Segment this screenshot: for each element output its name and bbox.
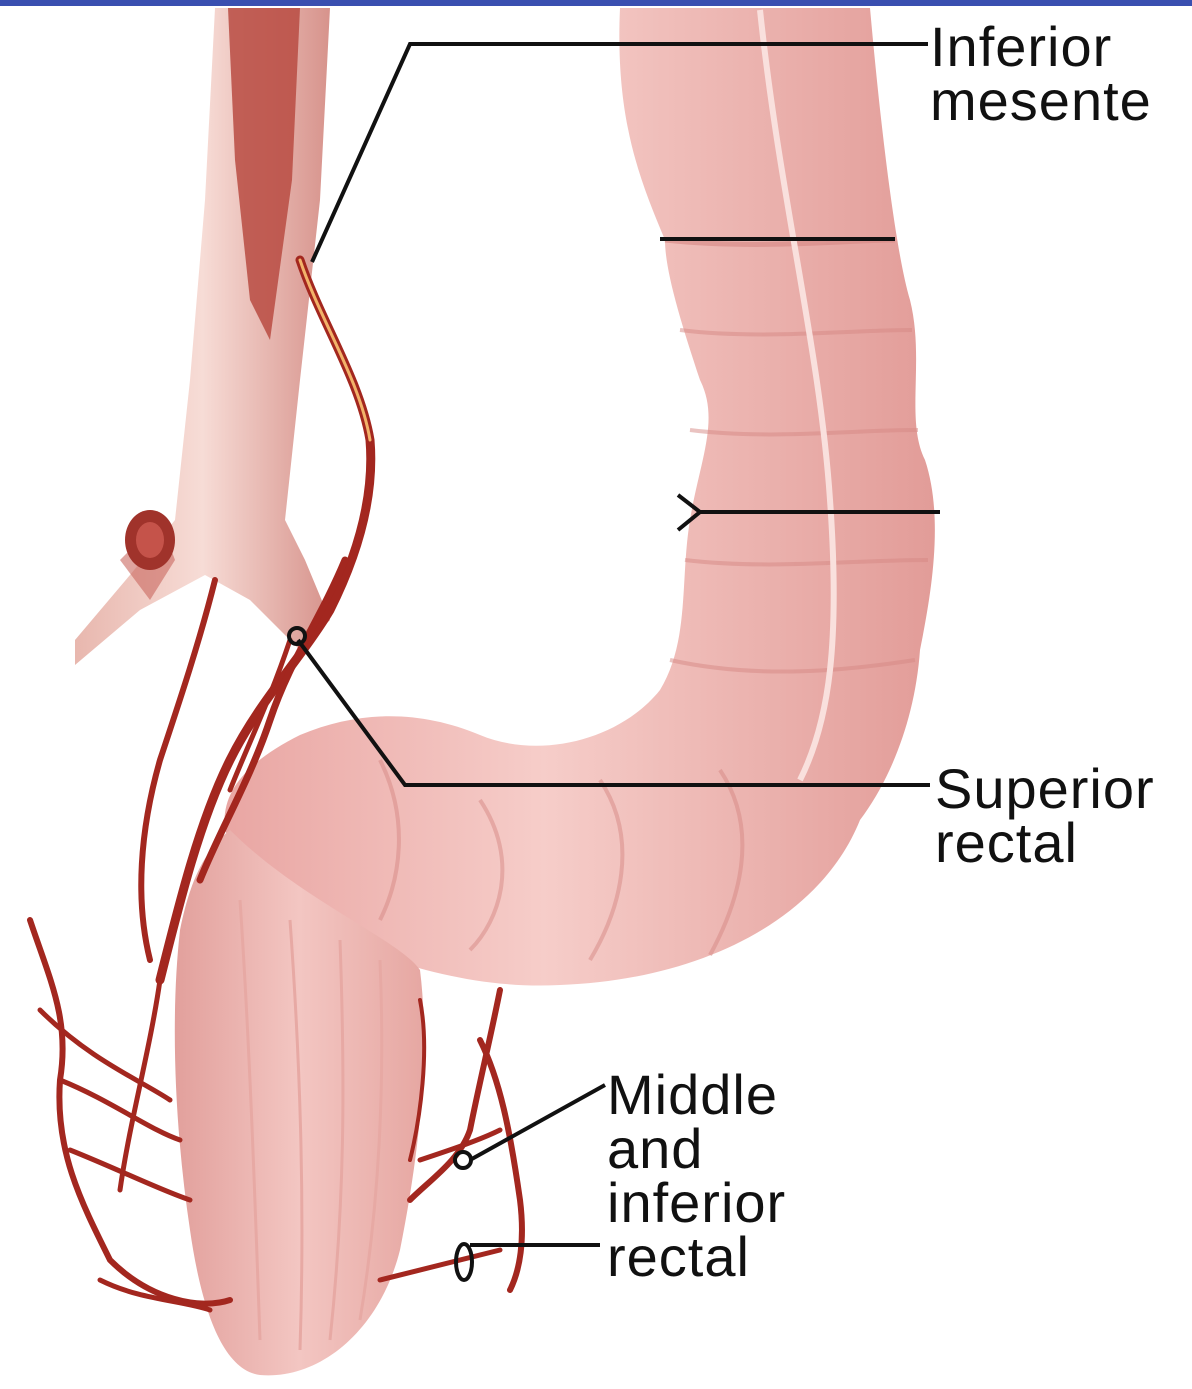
label-line: mesente: [930, 74, 1152, 128]
leader-middle-rectal: [470, 1085, 605, 1160]
label-line: Middle: [607, 1068, 786, 1122]
label-line: and: [607, 1122, 786, 1176]
label-inferior-mesenteric: Inferior mesente: [930, 20, 1152, 128]
label-superior-rectal: Superior rectal: [935, 762, 1155, 870]
label-line: Superior: [935, 762, 1155, 816]
label-middle-inferior-rectal: Middle and inferior rectal: [607, 1068, 786, 1284]
label-line: Inferior: [930, 20, 1152, 74]
label-line: inferior: [607, 1176, 786, 1230]
label-line: rectal: [935, 816, 1155, 870]
vessel-trunk: [75, 8, 330, 665]
leader-end-marker-mid: [455, 1152, 471, 1168]
label-line: rectal: [607, 1230, 786, 1284]
top-border: [0, 0, 1192, 6]
sigmoid-colon: [224, 8, 934, 986]
